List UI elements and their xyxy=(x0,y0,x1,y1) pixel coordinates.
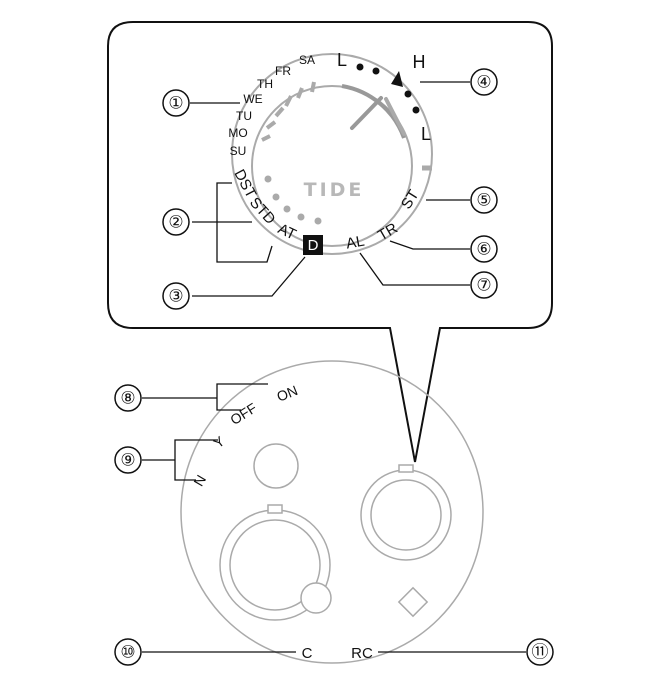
leader-lines-bottom xyxy=(142,383,526,653)
callout-7-circle xyxy=(470,271,498,299)
day-tu: TU xyxy=(236,109,252,123)
rc-inner-ring xyxy=(370,479,442,551)
callout-11: ⑪ xyxy=(532,643,549,662)
mode-d-badge xyxy=(303,235,323,255)
callout-4-circle xyxy=(470,68,498,96)
switch-off: OFF xyxy=(227,400,259,428)
day-mo: MO xyxy=(228,126,247,140)
callout-9: ⑨ xyxy=(120,451,135,470)
callout-8-circle xyxy=(114,384,142,412)
rc-outer-ring xyxy=(360,469,452,561)
day-su: SU xyxy=(230,144,247,158)
tide-arrow-icon xyxy=(391,71,403,87)
inner-dial xyxy=(251,85,413,247)
callout-2: ② xyxy=(168,213,183,232)
watch-case xyxy=(180,360,484,664)
day-fr: FR xyxy=(275,64,291,78)
switch-on: ON xyxy=(274,382,299,405)
mode-dots xyxy=(264,175,322,225)
switch-y: Y xyxy=(210,432,228,451)
callout-10-circle xyxy=(114,638,142,666)
minute-hand xyxy=(384,97,406,136)
day-th: TH xyxy=(257,77,273,91)
crown-knob[interactable] xyxy=(300,582,332,614)
crown-inner-ring xyxy=(229,519,321,611)
callout-6-circle xyxy=(470,235,498,263)
callout-4: ④ xyxy=(476,73,491,92)
callout-3: ③ xyxy=(168,287,183,306)
callout-1: ① xyxy=(168,94,183,113)
mode-d: D xyxy=(308,237,319,254)
hour-hand xyxy=(350,96,383,130)
day-sa: SA xyxy=(299,53,315,67)
callout-5: ⑤ xyxy=(476,191,491,210)
callout-5-circle xyxy=(470,186,498,214)
sensor-top-circle xyxy=(253,443,299,489)
callout-1-circle xyxy=(162,89,190,117)
tide-high: H xyxy=(413,52,426,72)
callout-11-circle xyxy=(526,638,554,666)
tide-title: TIDE xyxy=(304,179,365,201)
callout-2-circle xyxy=(162,208,190,236)
crown-notch xyxy=(267,504,283,514)
tide-low-right: L xyxy=(421,124,431,144)
leader-lines-top xyxy=(190,81,470,297)
rc-notch xyxy=(398,464,414,473)
mode-al: AL xyxy=(345,233,366,253)
button-rc-label: RC xyxy=(351,645,373,662)
tide-dots xyxy=(356,63,420,114)
mode-at: AT xyxy=(275,220,299,243)
tide-low-left: L xyxy=(337,50,347,70)
callout-7: ⑦ xyxy=(476,276,491,295)
day-tick-marks xyxy=(261,81,316,142)
callout-8: ⑧ xyxy=(120,389,135,408)
callout-3-circle xyxy=(162,282,190,310)
callout-6: ⑥ xyxy=(476,240,491,259)
callout-9-circle xyxy=(114,446,142,474)
day-we: WE xyxy=(243,92,262,106)
bezel-ring xyxy=(231,53,433,255)
diamond-button[interactable] xyxy=(397,586,429,618)
callout-10: ⑩ xyxy=(120,643,135,662)
button-c-label: C xyxy=(302,645,313,662)
